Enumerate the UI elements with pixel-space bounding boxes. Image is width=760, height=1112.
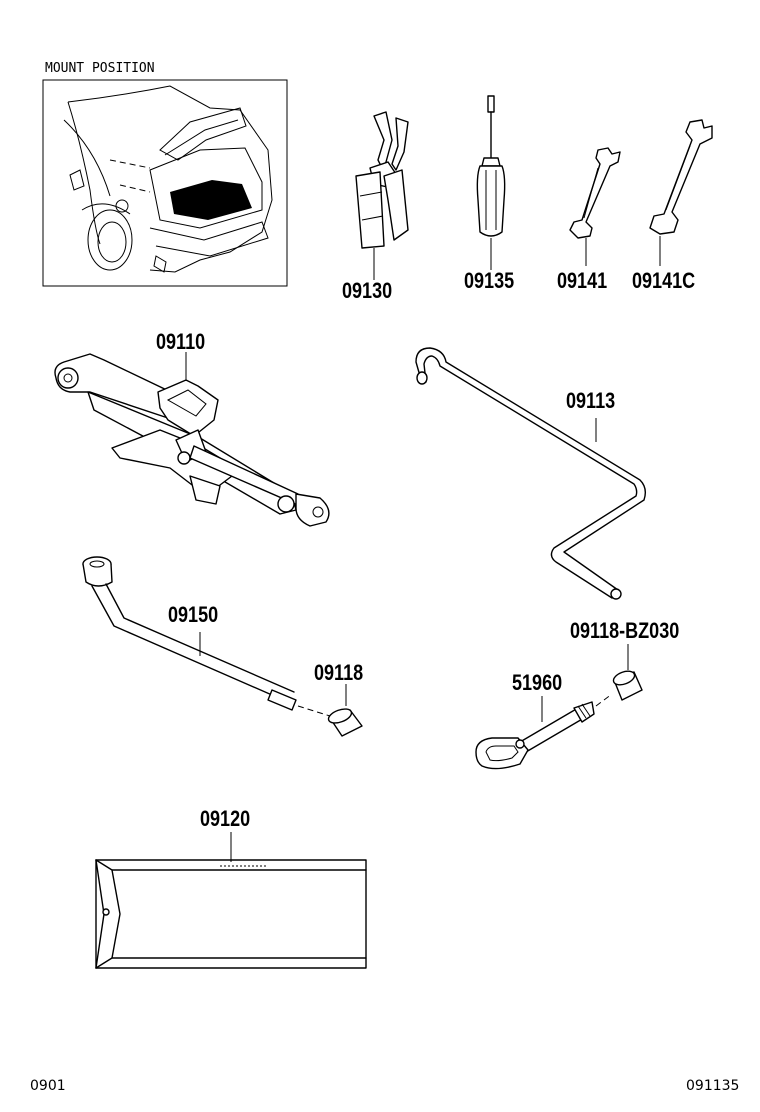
tool-bag-illustration xyxy=(95,859,367,969)
mount-position-inset: MOUNT POSITION xyxy=(42,61,288,287)
wheel-nut-wrench-illustration xyxy=(82,556,331,717)
extension-cap-illustration xyxy=(327,708,363,737)
pliers-illustration xyxy=(355,111,409,249)
jack-illustration xyxy=(54,353,330,527)
mount-position-frame xyxy=(42,79,288,287)
towing-eye-cap-illustration xyxy=(595,670,643,707)
footer-right-code: 091135 xyxy=(686,1078,739,1094)
part-number-09141: 09141 xyxy=(557,269,607,293)
towing-eye-illustration xyxy=(475,701,595,770)
part-number-09120: 09120 xyxy=(200,807,250,831)
mount-position-label: MOUNT POSITION xyxy=(45,61,155,76)
part-number-09130: 09130 xyxy=(342,279,392,303)
screwdriver-illustration xyxy=(476,95,506,237)
wrench-large-illustration xyxy=(649,119,713,235)
jack-handle-illustration xyxy=(415,347,647,600)
footer-left-code: 0901 xyxy=(30,1078,66,1094)
wrench-small-illustration xyxy=(569,147,621,239)
car-rear-illustration xyxy=(63,85,273,273)
part-number-09110: 09110 xyxy=(156,330,205,354)
part-number-09141C: 09141C xyxy=(632,269,695,293)
part-number-09118: 09118 xyxy=(314,661,363,685)
part-number-09118-BZ030: 09118-BZ030 xyxy=(570,619,679,643)
part-number-09135: 09135 xyxy=(464,269,514,293)
part-number-51960: 51960 xyxy=(512,671,562,695)
part-number-09113: 09113 xyxy=(566,389,615,413)
part-number-09150: 09150 xyxy=(168,603,218,627)
